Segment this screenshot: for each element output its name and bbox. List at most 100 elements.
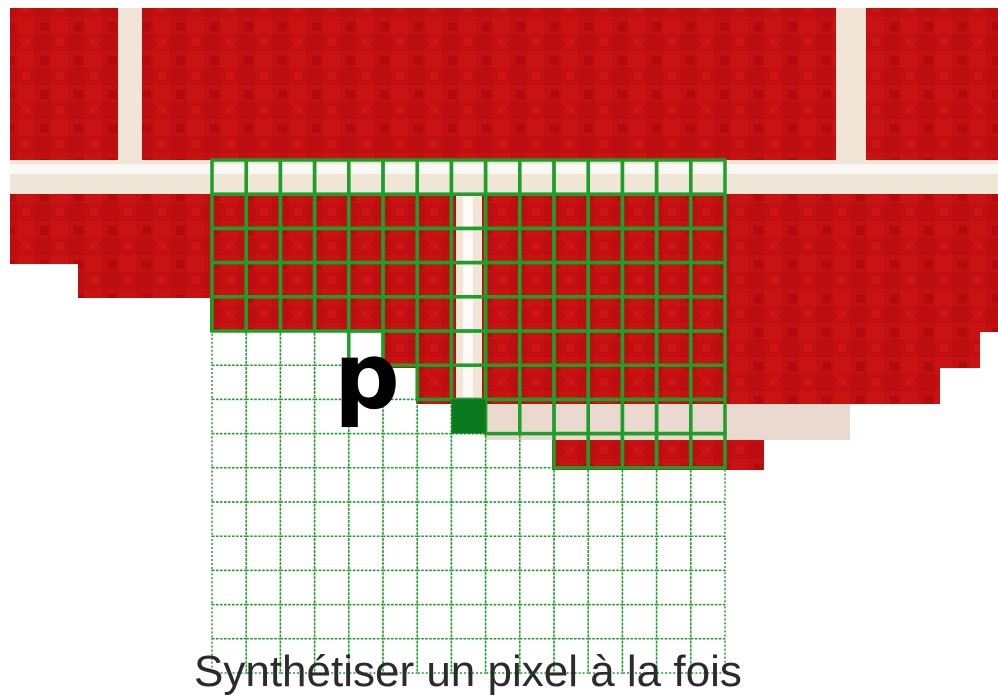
grid-cell: [211, 501, 247, 537]
grid-cell: [450, 535, 487, 572]
grid-cell: [690, 603, 726, 640]
grid-cell: [416, 501, 453, 537]
grid-cell: [587, 535, 624, 572]
grid-cell: [279, 535, 316, 572]
grid-cell: [416, 432, 453, 469]
grid-cell: [655, 535, 692, 572]
grid-cell: [484, 535, 521, 572]
grid-cell: [450, 467, 487, 503]
grid-cell: [553, 569, 589, 606]
grid-cell: [655, 603, 692, 640]
grid-cell: [587, 501, 624, 537]
grid-cell: [279, 364, 316, 401]
grid-cell: [382, 603, 418, 640]
grid-cell: [450, 501, 487, 537]
grid-cell: [655, 501, 692, 537]
grid-cell: [484, 569, 521, 606]
grid-cell: [416, 535, 453, 572]
grid-cell: [348, 432, 384, 469]
grid-cell: [313, 467, 350, 503]
grid-cell: [416, 398, 453, 435]
grid-cell: [519, 603, 555, 640]
grid-cell: [279, 603, 316, 640]
grid-cell: [313, 535, 350, 572]
grid-cell: [519, 501, 555, 537]
grid-cell: [519, 535, 555, 572]
grid-cell: [690, 638, 726, 674]
grid-cell: [416, 603, 453, 640]
mortar-vertical-right: [836, 8, 866, 160]
grid-cell: [279, 501, 316, 537]
grid-cell: [211, 535, 247, 572]
grid-cell: [245, 569, 282, 606]
grid-cell: [211, 569, 247, 606]
grid-cell: [211, 398, 247, 435]
grid-cell: [553, 467, 589, 503]
known-neighborhood-grid: [210, 158, 727, 470]
grid-cell: [382, 569, 418, 606]
grid-cell: [655, 467, 692, 503]
pixel-label: p: [334, 323, 400, 430]
grid-cell: [279, 330, 316, 366]
grid-cell: [519, 569, 555, 606]
grid-cell: [587, 467, 624, 503]
grid-cell: [211, 330, 247, 366]
grid-cell: [553, 603, 589, 640]
grid-cell: [211, 364, 247, 401]
grid-cell: [245, 432, 282, 469]
grid-cell: [279, 638, 316, 674]
grid-cell: [245, 330, 282, 366]
grid-cell: [587, 569, 624, 606]
texture-step-1: [78, 264, 998, 298]
grid-cell: [655, 569, 692, 606]
grid-cell: [621, 603, 658, 640]
grid-cell: [416, 638, 453, 674]
grid-cell: [348, 603, 384, 640]
grid-cell: [450, 603, 487, 640]
grid-cell: [211, 467, 247, 503]
grid-cell: [245, 364, 282, 401]
grid-cell: [245, 467, 282, 503]
grid-cell: [519, 467, 555, 503]
grid-cell: [621, 501, 658, 537]
texture-step-2: [210, 298, 998, 332]
grid-cell: [313, 569, 350, 606]
mortar-vertical-left: [118, 8, 142, 160]
grid-cell: [484, 638, 521, 674]
grid-cell: [348, 467, 384, 503]
grid-cell: [245, 501, 282, 537]
grid-cell: [690, 569, 726, 606]
grid-cell: [348, 535, 384, 572]
grid-cell: [382, 638, 418, 674]
grid-cell: [382, 467, 418, 503]
texture-top-band: [10, 8, 998, 160]
grid-cell: [348, 638, 384, 674]
grid-cell: [313, 638, 350, 674]
grid-cell: [690, 501, 726, 537]
grid-cell: [690, 535, 726, 572]
grid-cell: [450, 569, 487, 606]
grid-cell: [245, 638, 282, 674]
grid-cell: [450, 432, 487, 469]
grid-cell: [416, 569, 453, 606]
grid-cell: [553, 501, 589, 537]
known-cell: [689, 431, 727, 470]
grid-cell: [621, 569, 658, 606]
grid-cell: [690, 467, 726, 503]
grid-cell: [313, 603, 350, 640]
grid-cell: [313, 501, 350, 537]
grid-cell: [245, 535, 282, 572]
grid-cell: [621, 638, 658, 674]
grid-cell: [484, 467, 521, 503]
grid-cell: [484, 501, 521, 537]
grid-cell: [655, 638, 692, 674]
grid-cell: [382, 432, 418, 469]
grid-cell: [279, 398, 316, 435]
grid-cell: [484, 603, 521, 640]
grid-cell: [416, 467, 453, 503]
caption: Synthétiser un pixel à la fois: [194, 647, 742, 696]
grid-cell: [211, 432, 247, 469]
grid-cell: [621, 535, 658, 572]
target-pixel: [451, 399, 486, 434]
